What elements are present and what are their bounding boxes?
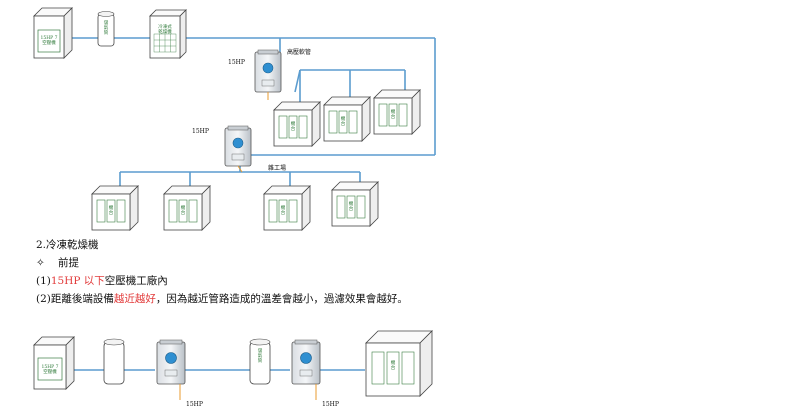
top-pipes bbox=[70, 37, 436, 188]
air-tank-top: 儲氣筒 bbox=[97, 11, 115, 47]
filter-unit-c1 bbox=[156, 339, 186, 400]
tank-bottom-label: 儲氣筒 bbox=[258, 347, 263, 364]
machine-bottom: 機台 bbox=[365, 330, 433, 397]
hp-label-c1: 15HP bbox=[186, 401, 203, 408]
item-1-suffix: 空壓機工廠內 bbox=[104, 275, 168, 287]
svg-text:機台: 機台 bbox=[391, 359, 396, 371]
machine-group-lower: 機台 機台 機台 機台 bbox=[91, 181, 379, 231]
svg-text:機台: 機台 bbox=[281, 204, 286, 216]
item-2-suffix: ，因為越近管路造成的溫差會越小，過濾效果會越好。 bbox=[155, 293, 408, 305]
svg-text:機台: 機台 bbox=[349, 200, 354, 212]
machine-top-1: 機台 bbox=[273, 101, 321, 147]
machine-lower-1: 機台 bbox=[91, 185, 139, 231]
machine-lower-3: 機台 bbox=[263, 185, 311, 231]
filter-unit-c2 bbox=[291, 339, 321, 400]
bullet-heading: ✧ 前提 bbox=[36, 256, 79, 270]
main-pipe-label: 雜工場 bbox=[268, 164, 286, 172]
dryer-top-label: 冷凍式乾燥機 bbox=[158, 23, 172, 35]
svg-text:機台: 機台 bbox=[181, 204, 186, 216]
machine-top-3: 機台 bbox=[373, 89, 421, 135]
machine-group-top: 機台 機台 機台 bbox=[273, 89, 421, 147]
machine-top-2: 機台 bbox=[323, 96, 371, 142]
item-1: (1)15HP 以下空壓機工廠內 bbox=[36, 274, 168, 288]
svg-text:機台: 機台 bbox=[291, 120, 296, 132]
item-1-prefix: (1) bbox=[36, 275, 51, 287]
air-tank-bottom-2: 儲氣筒 bbox=[249, 338, 271, 385]
svg-text:機台: 機台 bbox=[341, 115, 346, 127]
item-2-highlight: 越近越好 bbox=[113, 293, 156, 305]
filter-unit-b bbox=[224, 125, 252, 173]
item-1-highlight: 15HP 以下 bbox=[50, 275, 105, 287]
air-tank-bottom-1 bbox=[103, 338, 125, 385]
machine-lower-4: 機台 bbox=[331, 181, 379, 227]
hp-label-a: 15HP bbox=[228, 59, 245, 66]
machine-lower-2: 機台 bbox=[163, 185, 211, 231]
svg-text:機台: 機台 bbox=[109, 204, 114, 216]
high-pressure-branch-label: 高壓軟管 bbox=[287, 48, 311, 56]
item-2-prefix: (2)距離後端設備 bbox=[36, 293, 114, 305]
svg-text:機台: 機台 bbox=[391, 108, 396, 120]
bullet-label: 前提 bbox=[58, 257, 79, 269]
diamond-bullet-icon: ✧ bbox=[36, 257, 45, 269]
dryer-top: 冷凍式乾燥機 bbox=[149, 9, 187, 59]
tank-top-label: 儲氣筒 bbox=[104, 19, 109, 36]
item-2: (2)距離後端設備越近越好，因為越近管路造成的溫差會越小，過濾效果會越好。 bbox=[36, 292, 408, 306]
filter-unit-a bbox=[254, 49, 282, 100]
hp-label-c2: 15HP bbox=[322, 401, 339, 408]
hp-label-b: 15HP bbox=[192, 128, 209, 135]
section-title: 2.冷凍乾燥機 bbox=[36, 239, 99, 251]
